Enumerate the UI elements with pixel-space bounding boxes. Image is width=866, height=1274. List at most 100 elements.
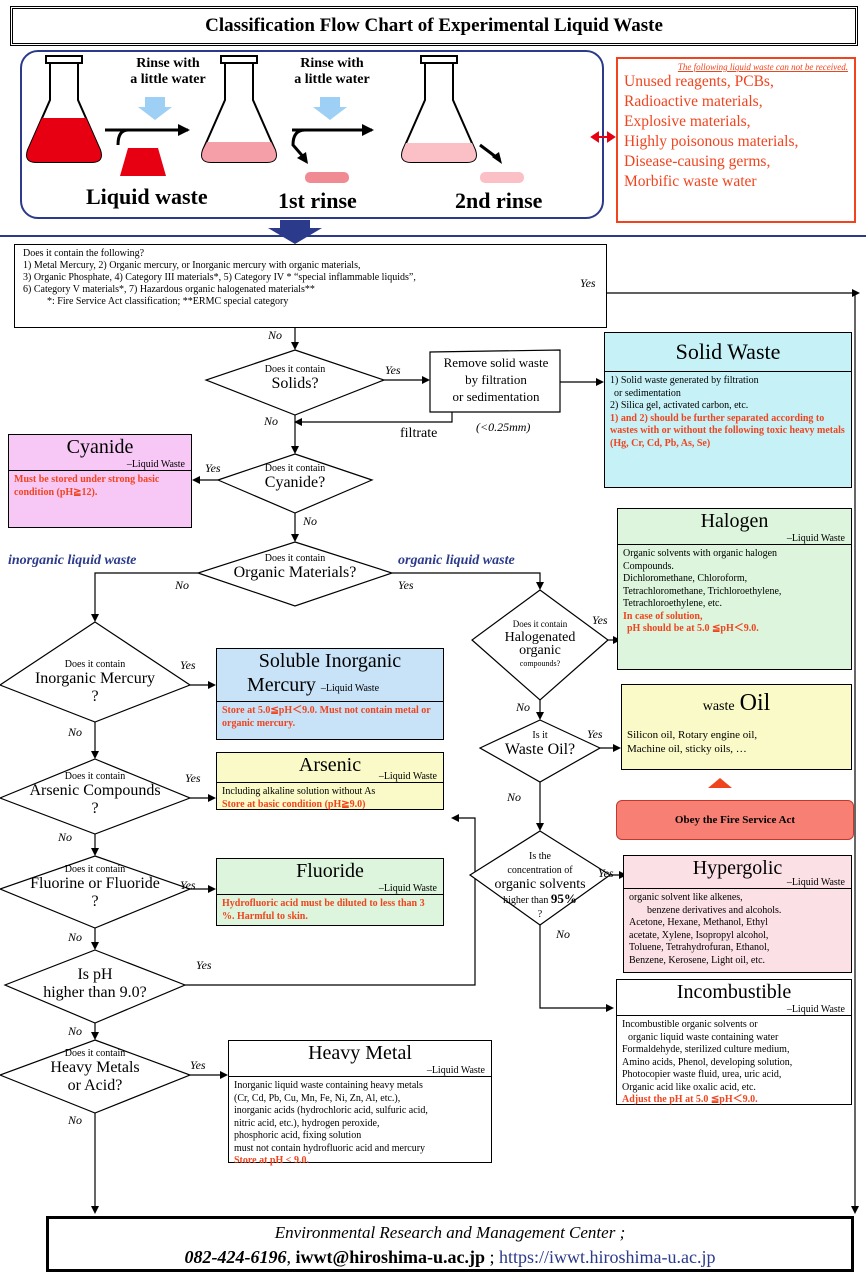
fire-service-act-note: Obey the Fire Service Act [616, 800, 854, 840]
diamond-shape [478, 719, 602, 783]
decision-solids: Does it contain Solids? [264, 364, 326, 392]
decision-cyanide: Does it contain Cyanide? [264, 463, 326, 491]
category-title: Halogen [700, 510, 769, 532]
no-label: No [58, 830, 73, 844]
diamond-shape [0, 621, 192, 723]
category-title: Cyanide [66, 436, 134, 458]
rinse-step-1-label: Rinse with a little water [130, 56, 206, 87]
first-rinse-icon [305, 172, 349, 183]
no-label: No [175, 578, 190, 592]
diamond-shape [0, 758, 192, 835]
organic-branch-label: organic liquid waste [398, 553, 515, 568]
first-rinse-label: 1st rinse [278, 188, 357, 213]
no-label: No [268, 328, 283, 342]
yes-label: Yes [196, 958, 212, 972]
yes-label: Yes [180, 878, 196, 892]
no-label: No [556, 927, 571, 941]
not-received-item: Explosive materials, [624, 113, 751, 130]
decision-solvents: Is the concentration of organic solvents… [494, 851, 586, 920]
decision-ph: Is pH higher than 9.0? [43, 966, 147, 1001]
no-label: No [264, 414, 279, 428]
water-down-arrow-icon [138, 97, 172, 120]
incombustible-box: Incombustible –Liquid Waste Incombustibl… [616, 979, 852, 1105]
category-title: Hypergolic [692, 857, 783, 879]
not-received-item: Disease-causing germs, [624, 153, 771, 170]
hypergolic-box: Hypergolic –Liquid Waste organic solvent… [623, 855, 852, 973]
diamond-shape [471, 589, 609, 701]
yes-label: Yes [398, 578, 414, 592]
cyanide-box: Cyanide –Liquid Waste Must be stored und… [8, 434, 192, 528]
inorganic-branch-label: inorganic liquid waste [8, 553, 137, 568]
filtrate-label: filtrate [400, 426, 438, 441]
category-title: Heavy Metal [308, 1042, 412, 1064]
question-line: 1) Metal Mercury, 2) Organic mercury, or… [23, 260, 361, 271]
yes-label: Yes [598, 866, 614, 880]
process-shape [429, 349, 561, 413]
yes-label: Yes [190, 1058, 206, 1072]
yes-label: Yes [592, 613, 608, 627]
heavy-metal-box: Heavy Metal –Liquid Waste Inorganic liqu… [228, 1040, 492, 1166]
no-label: No [507, 790, 522, 804]
first-question-box: Does it contain the following? 1) Metal … [14, 244, 607, 328]
category-title: Solid Waste [675, 339, 781, 364]
question-line: Does it contain the following? [23, 248, 145, 259]
category-title: Soluble Inorganic [258, 650, 402, 672]
diamond-shape [0, 1039, 192, 1114]
fluoride-box: Fluoride –Liquid Waste Hydrofluoric acid… [216, 858, 444, 926]
yes-label: Yes [385, 363, 401, 377]
particle-size-note: (<0.25mm) [476, 420, 531, 434]
rinse-procedure-panel [20, 50, 604, 219]
not-received-box: The following liquid waste can not be re… [616, 57, 856, 223]
diamond-shape [468, 830, 612, 926]
category-title: Arsenic [298, 754, 362, 776]
yes-label: Yes [580, 276, 596, 290]
yes-label: Yes [587, 727, 603, 741]
flask-icon [201, 55, 277, 163]
question-line: 6) Category V materials*, 7) Hazardous o… [23, 284, 315, 295]
not-received-item: Highly poisonous materials, [624, 133, 799, 150]
big-down-arrow-icon [268, 220, 322, 244]
yes-label: Yes [180, 658, 196, 672]
diamond-shape [0, 855, 192, 929]
second-rinse-icon [480, 172, 524, 183]
no-label: No [516, 700, 531, 714]
email-link[interactable]: iwwt@hiroshima-u.ac.jp [295, 1247, 485, 1267]
flask-icon [401, 55, 477, 163]
decision-halogenated: Does it contain Halogenated organic comp… [504, 619, 576, 668]
question-footnote: *: Fire Service Act classification; **ER… [47, 296, 289, 307]
question-line: 3) Organic Phosphate, 4) Category III ma… [23, 272, 416, 283]
waste-oil-box: waste Oil Silicon oil, Rotary engine oil… [621, 684, 852, 770]
website-link[interactable]: https://iwwt.hiroshima-u.ac.jp [498, 1247, 716, 1267]
soluble-mercury-box: Soluble Inorganic Mercury –Liquid Waste … [216, 648, 444, 740]
diamond-shape [3, 949, 187, 1024]
no-label: No [303, 514, 318, 528]
decision-arsenic: Does it contain Arsenic Compounds ? [29, 771, 161, 817]
remove-solid-process: Remove solid waste by filtration or sedi… [443, 355, 549, 404]
phone-number[interactable]: 082-424-6196 [184, 1247, 287, 1267]
separator: ; [489, 1247, 495, 1267]
decision-heavy-metals: Does it contain Heavy Metals or Acid? [50, 1048, 140, 1094]
yes-label: Yes [185, 771, 201, 785]
page-title: Classification Flow Chart of Experimenta… [10, 6, 858, 46]
not-received-item: Morbific waste water [624, 173, 757, 190]
decision-organic: Does it contain Organic Materials? [233, 553, 357, 581]
category-title: Incombustible [676, 981, 792, 1003]
no-label: No [68, 725, 83, 739]
flask-icon [26, 55, 102, 163]
double-arrow-icon [590, 131, 616, 143]
yes-label: Yes [205, 461, 221, 475]
second-rinse-label: 2nd rinse [455, 188, 543, 213]
water-down-arrow-icon [313, 97, 347, 120]
not-received-note: The following liquid waste can not be re… [677, 62, 848, 72]
no-label: No [68, 1024, 83, 1038]
diamond-shape [204, 349, 386, 416]
no-label: No [68, 1113, 83, 1127]
decision-mercury: Does it contain Inorganic Mercury ? [34, 659, 156, 705]
halogen-box: Halogen –Liquid Waste Organic solvents w… [617, 508, 852, 670]
diamond-shape [216, 453, 374, 514]
liquid-waste-container-icon [120, 148, 166, 176]
not-received-item: Unused reagents, PCBs, [624, 73, 774, 90]
decision-waste-oil: Is it Waste Oil? [504, 730, 576, 758]
arsenic-box: Arsenic –Liquid Waste Including alkaline… [216, 752, 444, 810]
